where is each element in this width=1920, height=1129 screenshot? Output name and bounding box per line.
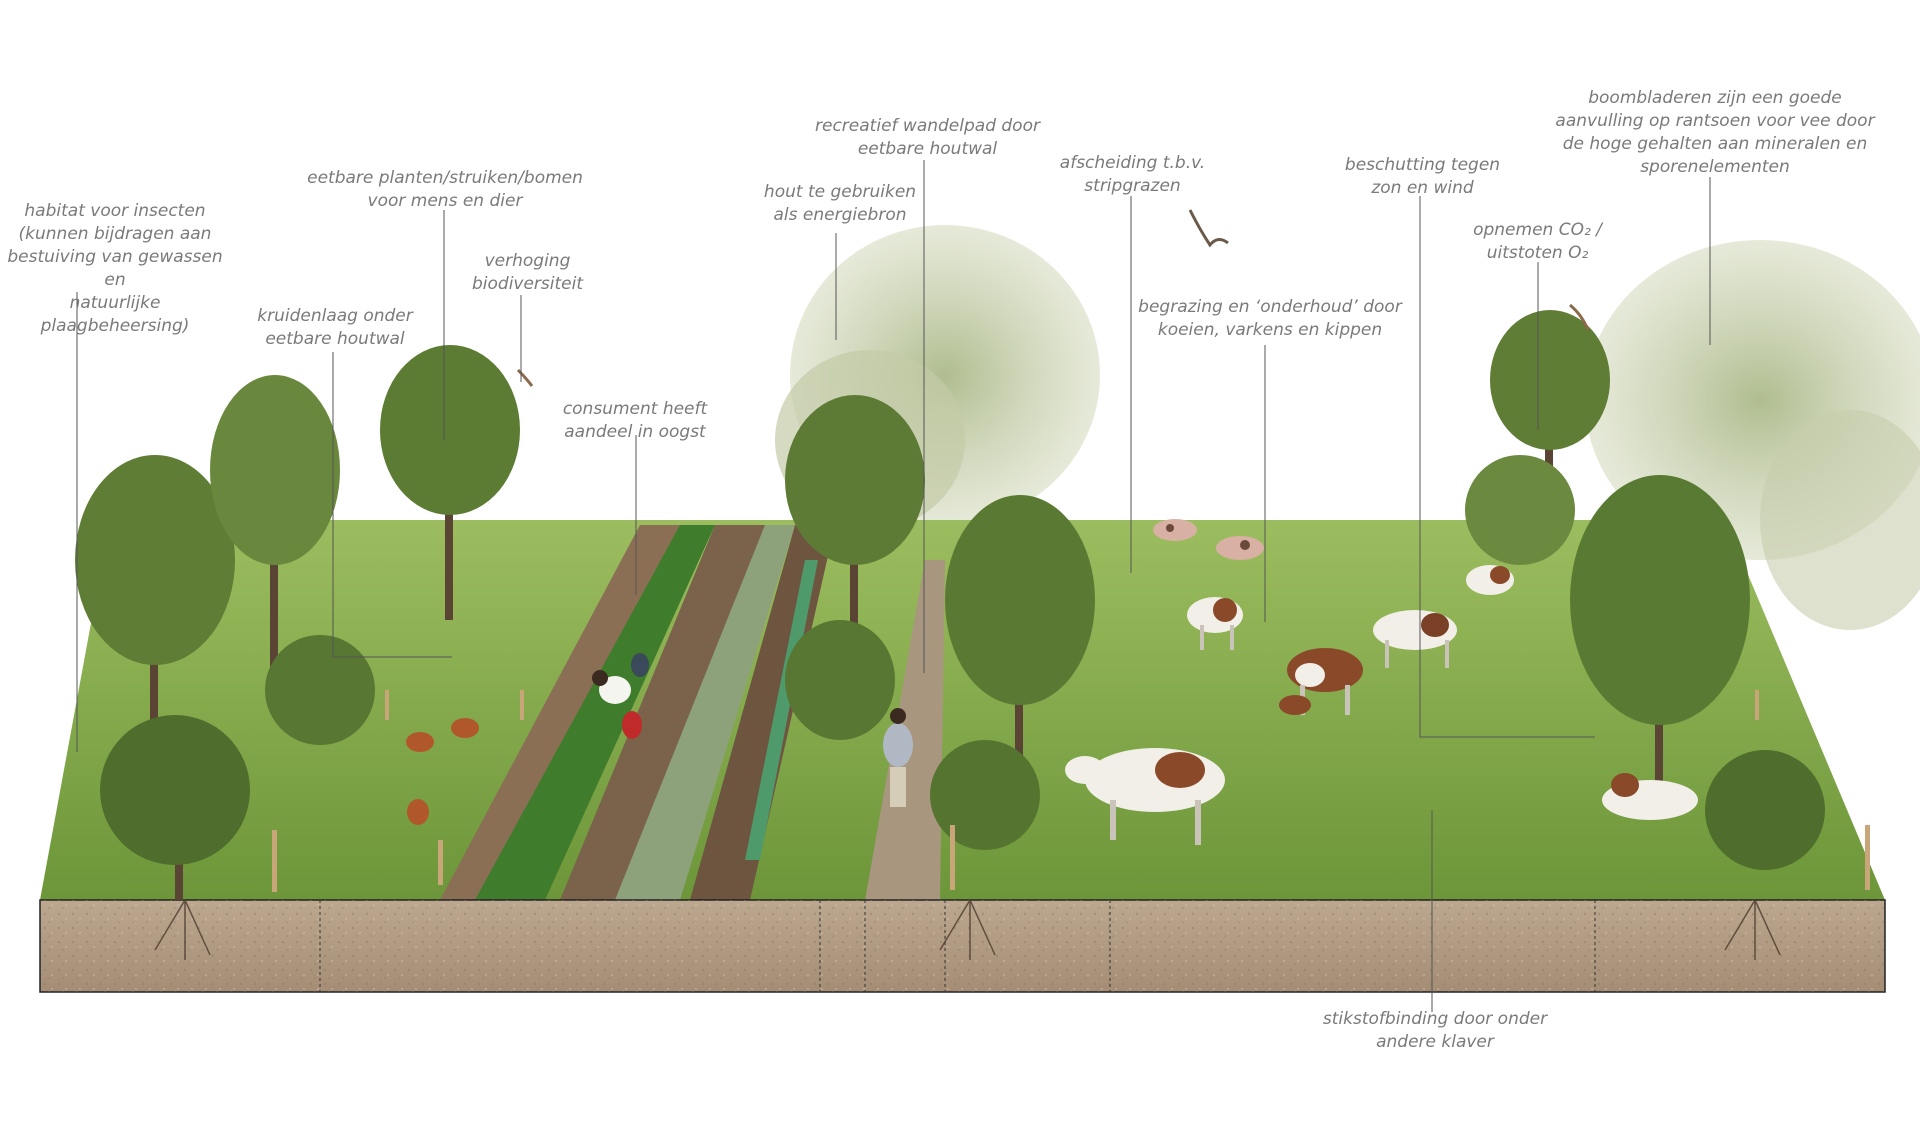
fence-posts bbox=[272, 690, 1870, 892]
tree-roots bbox=[154, 899, 1781, 960]
animals bbox=[406, 209, 1698, 845]
label-kruidenlaag: kruidenlaag onder eetbare houtwal bbox=[257, 306, 413, 349]
label-boombladeren: boombladeren zijn een goede aanvulling o… bbox=[1555, 88, 1875, 177]
person-kneeling bbox=[592, 670, 642, 739]
label-wandelpad: recreatief wandelpad door eetbare houtwa… bbox=[815, 116, 1040, 159]
cow bbox=[1187, 597, 1243, 650]
label-verhoging: verhoging biodiversiteit bbox=[471, 251, 584, 294]
leader-lines bbox=[76, 160, 1711, 1012]
person-child bbox=[631, 653, 649, 677]
chicken bbox=[406, 732, 434, 752]
label-habitat: habitat voor insecten (kunnen bijdragen … bbox=[7, 201, 223, 336]
trees bbox=[75, 310, 1825, 900]
chicken bbox=[407, 799, 429, 825]
label-eetbare: eetbare planten/struiken/bomen voor mens… bbox=[307, 168, 583, 211]
cow-lying bbox=[1602, 773, 1698, 820]
calf-lying bbox=[1279, 695, 1311, 715]
label-beschutting: beschutting tegen zon en wind bbox=[1344, 155, 1501, 198]
label-afscheiding: afscheiding t.b.v. stripgrazen bbox=[1059, 153, 1206, 196]
cow bbox=[1065, 748, 1225, 845]
label-hout: hout te gebruiken als energiebron bbox=[763, 182, 917, 225]
person-walking bbox=[883, 708, 913, 807]
birds bbox=[516, 209, 1590, 387]
pig bbox=[1216, 536, 1264, 560]
pig bbox=[1153, 519, 1197, 541]
label-opnemen: opnemen CO₂ / uitstoten O₂ bbox=[1473, 220, 1602, 263]
label-consument: consument heeft aandeel in oogst bbox=[562, 399, 708, 442]
crop-strips bbox=[440, 525, 945, 900]
cow bbox=[1373, 610, 1457, 668]
label-begrazing: begrazing en ‘onderhoud’ door koeien, va… bbox=[1138, 297, 1402, 340]
label-stikstof: stikstofbinding door onder andere klaver bbox=[1322, 1009, 1548, 1052]
cow bbox=[1466, 565, 1514, 595]
chicken bbox=[451, 718, 479, 738]
